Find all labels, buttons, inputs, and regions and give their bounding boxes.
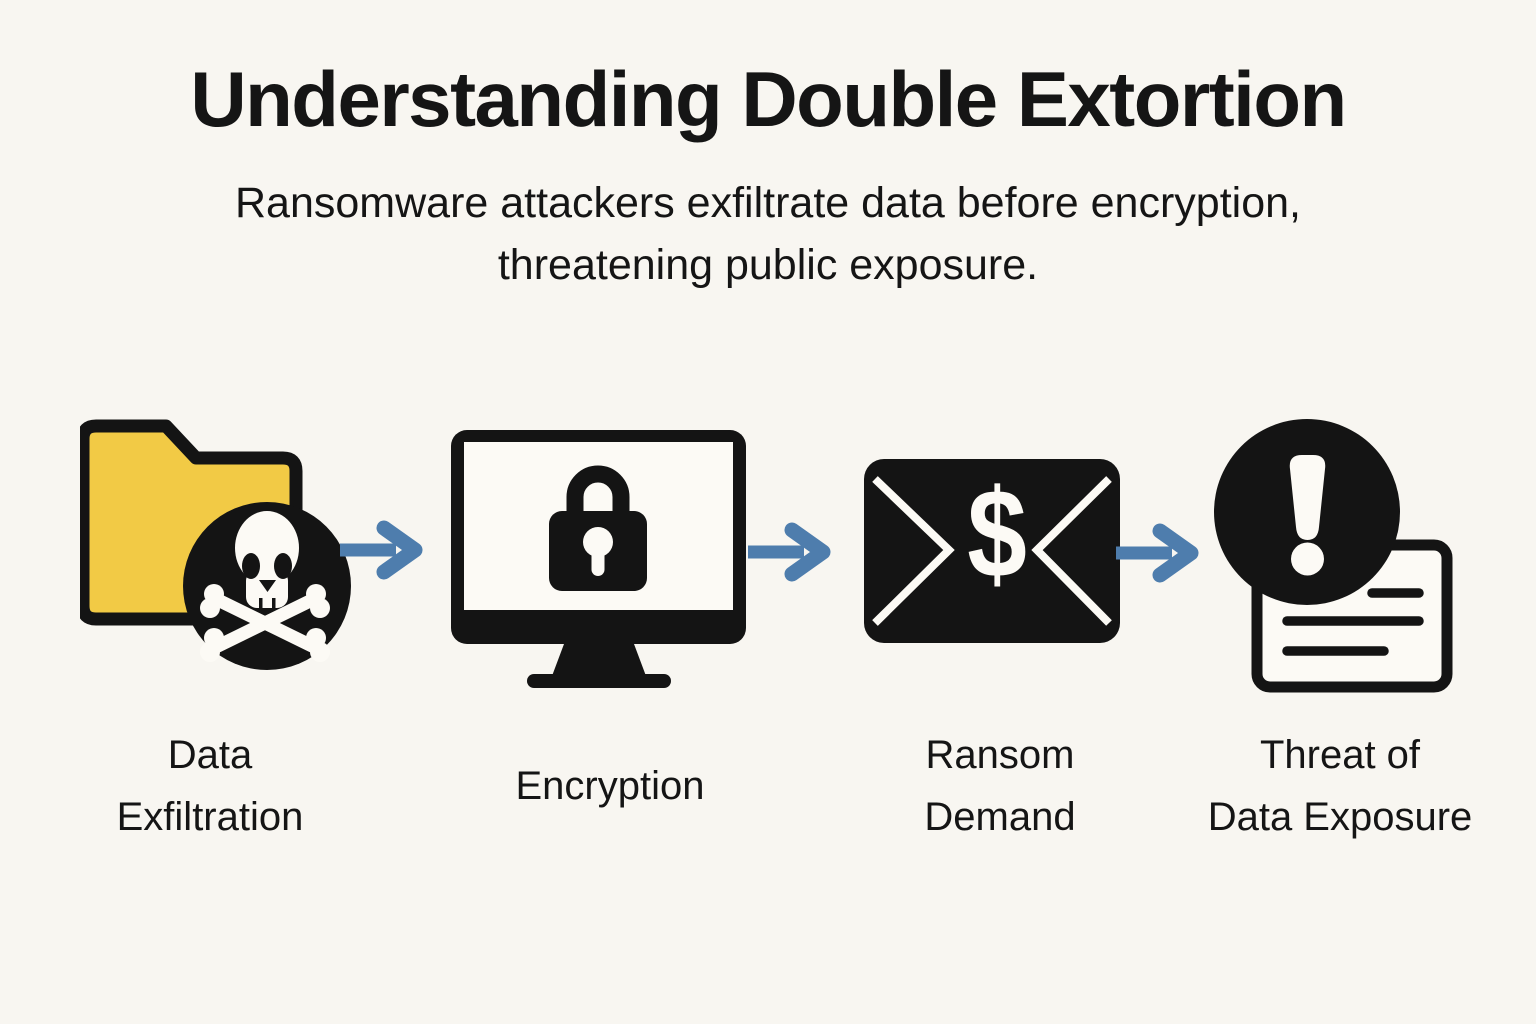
envelope-dollar-icon: $ [864, 459, 1120, 643]
monitor-lock-icon [451, 430, 746, 688]
step-label-ransom-demand: Ransom Demand [924, 733, 1076, 839]
envelope-fold-right [1031, 476, 1112, 626]
padlock-glyph [549, 465, 647, 591]
envelope-body [864, 459, 1120, 643]
exclamation-glyph [1289, 455, 1326, 576]
skull-crossbones-glyph [200, 511, 330, 662]
page-title: Understanding Double Extortion [190, 55, 1347, 143]
alert-document-icon [1214, 419, 1453, 693]
step-label-encryption: Encryption [515, 764, 705, 808]
step-label-data-exfiltration: Data Exfiltration [116, 733, 304, 839]
monitor-base [527, 674, 671, 688]
folder-skull-icon [80, 419, 351, 670]
document-text-lines [1282, 588, 1424, 656]
arrow-right-icon [748, 522, 831, 582]
arrow-right-icon [1116, 523, 1199, 583]
monitor-stand [552, 644, 646, 676]
dollar-sign-glyph: $ [967, 463, 1027, 604]
step-label-threat-of-data-exposure: Threat of Data Exposure [1207, 733, 1473, 839]
arrow-right-icon [340, 520, 423, 580]
page-subtitle: Ransomware attackers exfiltrate data bef… [235, 179, 1301, 289]
envelope-fold-left [872, 476, 955, 626]
